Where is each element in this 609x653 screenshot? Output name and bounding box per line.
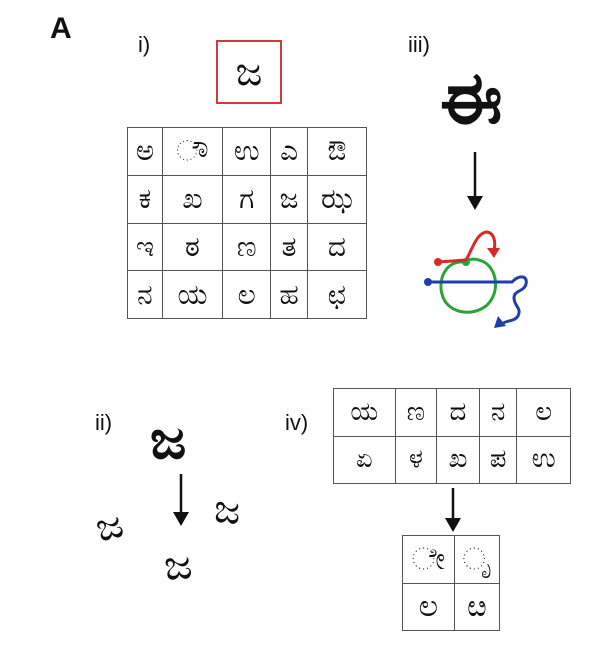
subpanel-i-label: i) — [138, 32, 151, 57]
green-stroke — [439, 257, 497, 314]
generated-grid-cell: ೇ — [402, 535, 455, 584]
down-arrow-icon — [173, 474, 189, 526]
grid-iv-cell: ನ — [478, 388, 518, 437]
down-arrow-icon — [445, 488, 461, 532]
grid-i-cell: ನ — [127, 270, 163, 319]
subpanel-iv-label: iv) — [285, 410, 309, 435]
red-arrow-icon — [487, 248, 500, 258]
down-arrow-icon — [467, 152, 483, 210]
grid-i-cell: ಇ — [127, 222, 163, 272]
grid-iv-cell: ಪ — [478, 435, 518, 484]
grid-i-cell: ದ — [306, 222, 368, 272]
red-stroke-start-dot — [434, 258, 442, 266]
grid-iv-cell: ಣ — [394, 388, 438, 437]
original-glyph: ಜ — [150, 407, 187, 471]
grid-i-cell: ಔ — [306, 127, 368, 176]
subpanel-iii-label: iii) — [408, 32, 430, 57]
grid-iv-cell: ಯ — [333, 388, 396, 437]
grid-i-cell: ಹ — [270, 270, 308, 319]
grid-i-cell: ಅ — [127, 127, 163, 176]
grid-i-cell: ಉ — [222, 127, 272, 176]
grid-i-cell: ೌ — [161, 127, 224, 176]
grid-i-cell: ಠ — [161, 222, 224, 272]
grid-iv-cell: ಉ — [516, 435, 571, 484]
target-glyph: ಜ — [235, 49, 263, 95]
grid-iv-cell: ಏ — [333, 435, 396, 484]
grid-i-cell: ಖ — [161, 174, 224, 224]
grid-i-cell: ಗ — [222, 174, 272, 224]
grid-i-cell: ಎ — [270, 127, 308, 176]
panel-letter: A — [50, 12, 72, 45]
grid-i-cell: ಣ — [222, 222, 272, 272]
grid-iv-cell: ಲ — [516, 388, 571, 437]
grid-i-cell: ತ — [270, 222, 308, 272]
red-stroke — [437, 230, 497, 264]
variant-glyph-left: ಜ — [90, 500, 129, 552]
target-glyph-box: ಜ — [216, 40, 282, 104]
variant-glyph-right: ಜ — [211, 485, 244, 535]
grid-iv-cell: ದ — [436, 388, 480, 437]
stroke-source-glyph: ಈ — [440, 55, 503, 140]
variant-glyph-bottom: ಜ — [162, 539, 194, 590]
grid-i-cell: ಲ — [222, 270, 272, 319]
blue-stroke — [428, 275, 528, 326]
generated-grid-cell: ೞ — [453, 582, 501, 631]
grid-i-cell: ಕ — [127, 174, 163, 224]
blue-stroke-start-dot — [424, 278, 432, 286]
grid-i-cell: ಜ — [270, 174, 308, 224]
generated-grid-cell: ಲ — [402, 582, 455, 631]
grid-iv-cell: ಳ — [394, 435, 438, 484]
generated-grid-cell: ೃ — [453, 535, 501, 584]
stroke-decomposition-diagram — [424, 230, 528, 328]
generated-grid-row: ೇೃ — [402, 535, 501, 584]
grid-i-cell: ಝ — [306, 174, 368, 224]
grid-i-cell: ಯ — [161, 270, 224, 319]
grid-iv-cell: ಖ — [436, 435, 480, 484]
subpanel-ii-label: ii) — [95, 410, 113, 435]
grid-i-cell: ಛ — [306, 270, 368, 319]
blue-arrow-icon — [494, 316, 506, 328]
